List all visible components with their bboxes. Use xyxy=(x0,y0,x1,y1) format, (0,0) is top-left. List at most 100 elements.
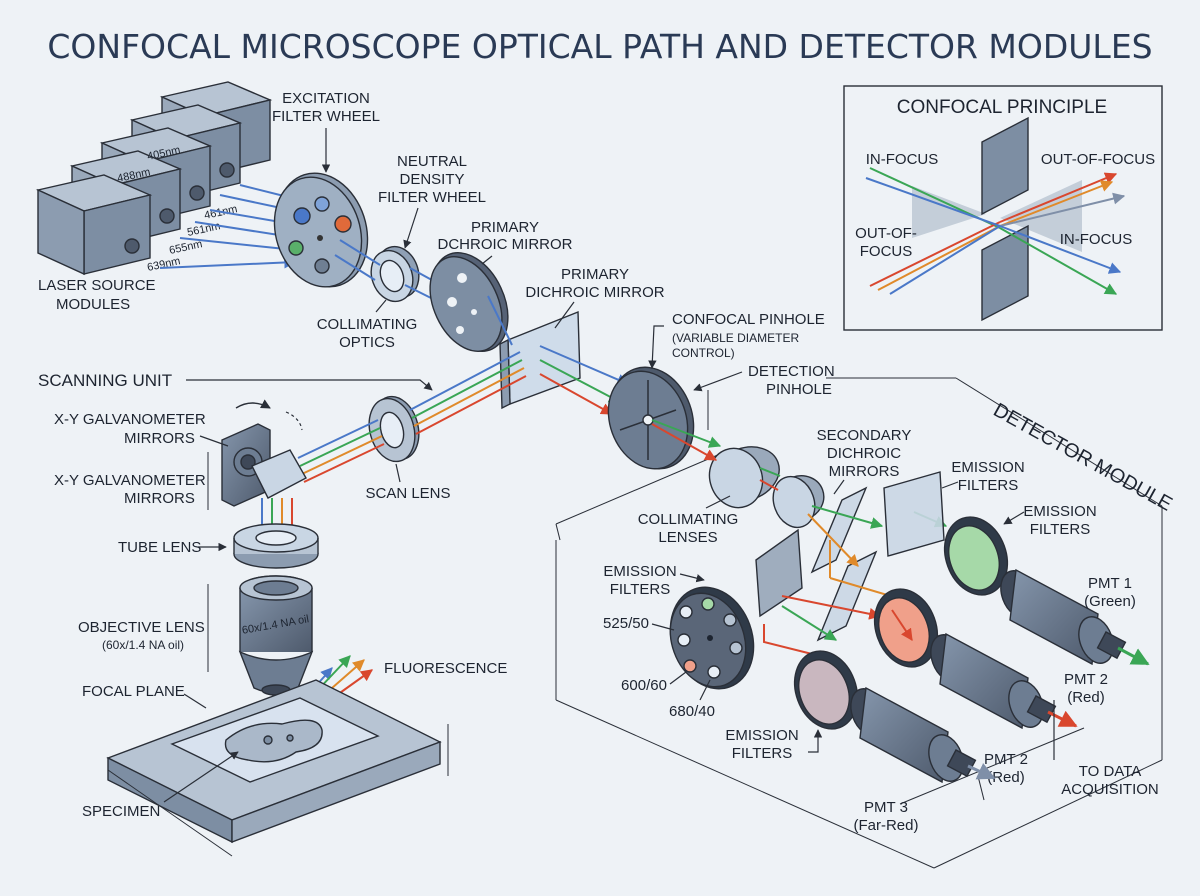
emission-filter-red xyxy=(873,588,939,668)
pmt3-label-1: PMT 3 xyxy=(864,799,908,816)
primary-dichroic-2-label-2: DICHROIC MIRROR xyxy=(525,284,664,301)
laser-source-label-2: MODULES xyxy=(56,296,130,313)
pmt2a-label-2: (Red) xyxy=(1067,689,1105,706)
detector-module-label: DETECTOR MODULE xyxy=(990,399,1176,516)
collimating-lenses-label-2: LENSES xyxy=(658,529,717,546)
filter-525-label: 525/50 xyxy=(603,615,649,632)
emission-filter-slab xyxy=(883,471,945,557)
collimating-lenses-leader xyxy=(705,495,731,509)
collimating-optics-label-1: COLLIMATING xyxy=(317,316,418,333)
objective-label-2: (60x/1.4 NA oil) xyxy=(102,638,184,652)
emission-beams-to-pinhole xyxy=(539,345,630,415)
galvo-1-label-1: X-Y GALVANOMETER xyxy=(54,411,206,428)
collimating-lenses-label-1: COLLIMATING xyxy=(638,511,739,528)
emission-beams-collimate xyxy=(651,419,781,491)
inset-title: CONFOCAL PRINCIPLE xyxy=(897,97,1107,118)
confocal-pinhole-leader xyxy=(648,325,664,369)
scanning-unit-leader xyxy=(186,379,433,391)
primary-dichroic-1-label-2: DCHROIC MIRROR xyxy=(438,236,573,253)
to-data-label-2: ACQUISITION xyxy=(1061,781,1159,798)
beam-ex-2 xyxy=(334,254,376,281)
pmt-2 xyxy=(930,632,1078,730)
galvo-1-leader xyxy=(199,435,229,447)
detection-pinhole-label-2: PINHOLE xyxy=(766,381,832,398)
nd-leader xyxy=(403,207,419,249)
pmt-1 xyxy=(1000,568,1150,666)
laser-label-639: 639nm xyxy=(146,255,181,274)
laser-source-label-1: LASER SOURCE xyxy=(38,277,156,294)
secondary-dichroic-label-2: DICHROIC xyxy=(827,445,901,462)
emission-filters-wheel-label-2: FILTERS xyxy=(610,581,671,598)
emission-filters-bottom-label-2: FILTERS xyxy=(732,745,793,762)
primary-dichroic-1-leader xyxy=(481,255,493,265)
inset-in-focus-right: IN-FOCUS xyxy=(1060,231,1133,248)
scan-lens-label: SCAN LENS xyxy=(365,485,450,502)
confocal-pinhole xyxy=(607,366,695,470)
collimating-optics-label-2: OPTICS xyxy=(339,334,395,351)
detector-module-frame xyxy=(555,377,1163,869)
secondary-dichroic-label-1: SECONDARY xyxy=(817,427,912,444)
emission-filters-wheel-leader xyxy=(679,573,705,583)
tube-lens-label: TUBE LENS xyxy=(118,539,201,556)
excitation-beams-scan xyxy=(297,351,527,483)
detection-pinhole-label-1: DETECTION xyxy=(748,363,835,380)
pmt2b-label-1: PMT 2 xyxy=(984,751,1028,768)
filter-600-label: 600/60 xyxy=(621,677,667,694)
laser-source-modules: 405nm 488nm 461nm 561nm 655nm 639nm LASE… xyxy=(35,81,302,313)
page-title: CONFOCAL MICROSCOPE OPTICAL PATH AND DET… xyxy=(47,27,1152,66)
pmt2b-label-2: (Red) xyxy=(987,769,1025,786)
nd-label-1: NEUTRAL xyxy=(397,153,467,170)
scan-lens-leader xyxy=(395,463,401,483)
excitation-filter-wheel-label-1: EXCITATION xyxy=(282,90,370,107)
specimen-stage xyxy=(106,679,442,844)
beam-ex-1 xyxy=(339,239,381,266)
secondary-dichroic-label-3: MIRRORS xyxy=(829,463,900,480)
emission-filters-right-label-1: EMISSION xyxy=(1023,503,1096,520)
filter-680-label: 680/40 xyxy=(669,703,715,720)
focal-plane-label: FOCAL PLANE xyxy=(82,683,185,700)
galvo-1-label-2: MIRRORS xyxy=(124,430,195,447)
secondary-dichroic-mirrors xyxy=(755,486,878,642)
pmt1-label-2: (Green) xyxy=(1084,593,1136,610)
collimating-optics-leader xyxy=(375,299,387,313)
to-data-label-1: TO DATA xyxy=(1079,763,1142,780)
emission-filter-far-red xyxy=(793,650,859,730)
secondary-dichroic-leader xyxy=(833,479,845,495)
pmt-3 xyxy=(850,686,996,784)
specimen-leader xyxy=(163,751,239,803)
specimen-label: SPECIMEN xyxy=(82,803,160,820)
galvanometer-mirrors xyxy=(221,399,307,507)
filter-680-leader xyxy=(699,679,711,701)
filter-525-leader xyxy=(651,623,675,631)
emission-filters-top-label-2: FILTERS xyxy=(958,477,1019,494)
galvo-2-label-1: X-Y GALVANOMETER xyxy=(54,472,206,489)
detection-pinhole-leader xyxy=(693,371,743,392)
nd-label-2: DENSITY xyxy=(399,171,464,188)
emission-filter-wheel xyxy=(669,586,755,690)
primary-dichroic-mirror-slab xyxy=(499,310,581,410)
fluorescence-label: FLUORESCENCE xyxy=(384,660,507,677)
focal-plane-leader xyxy=(183,693,207,709)
emission-filters-right-label-2: FILTERS xyxy=(1030,521,1091,538)
inset-out-of-focus-right: OUT-OF-FOCUS xyxy=(1041,151,1155,168)
inset-in-focus-left: IN-FOCUS xyxy=(866,151,939,168)
pmt3-label-2: (Far-Red) xyxy=(853,817,918,834)
confocal-pinhole-label-2: (VARIABLE DIAMETER xyxy=(672,331,799,345)
scanning-unit-label: SCANNING UNIT xyxy=(38,371,172,390)
excitation-filter-wheel xyxy=(273,172,369,288)
pmt1-label-1: PMT 1 xyxy=(1088,575,1132,592)
galvo-2-label-2: MIRRORS xyxy=(124,490,195,507)
emission-filters-wheel-label-1: EMISSION xyxy=(603,563,676,580)
emission-filters-top-label-1: EMISSION xyxy=(951,459,1024,476)
primary-dichroic-1-label-1: PRIMARY xyxy=(471,219,539,236)
nd-filter-wheel xyxy=(370,245,420,303)
primary-dichroic-2-label-1: PRIMARY xyxy=(561,266,629,283)
inset-out-of-focus-left-1: OUT-OF- xyxy=(855,225,917,242)
filter-600-leader xyxy=(669,671,687,685)
tube-lens xyxy=(233,523,319,569)
confocal-principle-inset: CONFOCAL PRINCIPLE IN-FOCUS OUT-OF-FOCUS… xyxy=(843,85,1163,331)
emission-filters-right-leader xyxy=(1003,511,1025,525)
emission-filters-top-leader xyxy=(941,481,959,489)
